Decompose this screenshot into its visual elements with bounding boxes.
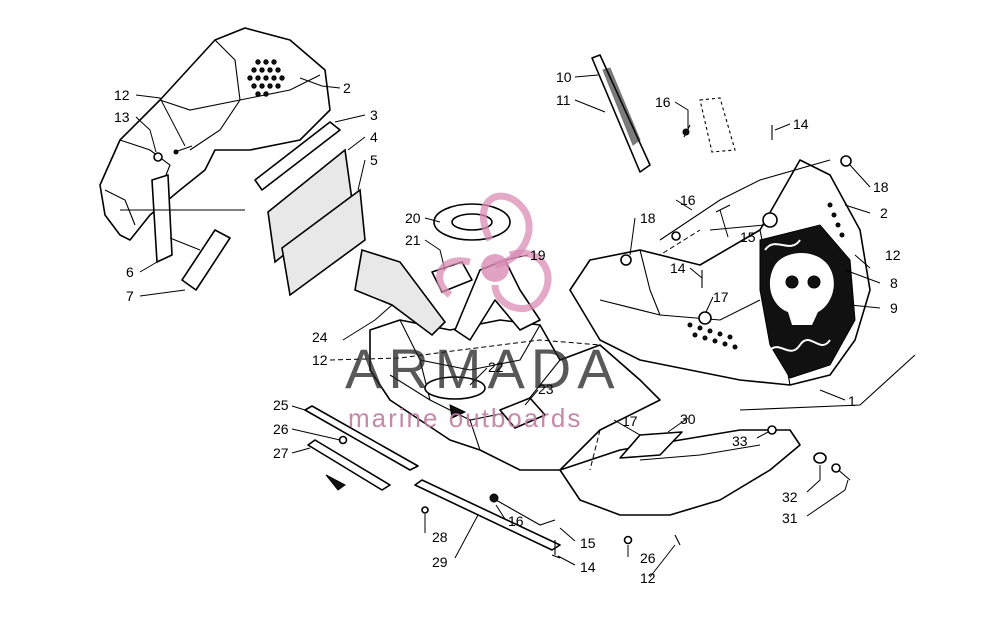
callout: 28	[432, 529, 448, 545]
vent-holes	[247, 59, 285, 97]
callout: 3	[370, 107, 378, 123]
callout: 18	[873, 179, 889, 195]
callout: 33	[732, 433, 748, 449]
callout: 17	[713, 289, 729, 305]
callout: 24	[312, 329, 328, 345]
callout: 32	[782, 489, 798, 505]
callout: 6	[126, 264, 134, 280]
callout: 11	[556, 92, 571, 108]
callout: 12	[114, 87, 130, 103]
callout: 1	[848, 393, 856, 409]
callout: 14	[670, 260, 686, 276]
callout-numbers: 2 3 4 5 12 13 6 7 10 11 16 14 18 2 16 15…	[114, 69, 901, 586]
callout: 26	[273, 421, 289, 437]
callout: 13	[114, 109, 130, 125]
callout: 12	[312, 352, 328, 368]
callout: 12	[640, 570, 656, 586]
callout: 31	[782, 510, 798, 526]
callout: 17	[622, 413, 638, 429]
callout: 12	[885, 247, 901, 263]
bottom-hardware	[489, 493, 681, 578]
watermark-subtitle: marine outboards	[348, 403, 582, 433]
callout: 2	[343, 80, 351, 96]
callout: 16	[680, 192, 696, 208]
callout: 4	[370, 129, 378, 145]
watermark: ARMADA marine outboards	[345, 192, 621, 433]
right-hardware	[756, 425, 851, 517]
callout: 14	[580, 559, 596, 575]
watermark-title: ARMADA	[345, 337, 621, 400]
callout: 8	[890, 275, 898, 291]
callout: 15	[580, 535, 596, 551]
callout: 16	[655, 94, 671, 110]
callout: 20	[405, 210, 421, 226]
callout: 10	[556, 69, 572, 85]
callout: 26	[640, 550, 656, 566]
callout: 30	[680, 411, 696, 427]
callout: 21	[405, 232, 421, 248]
callout: 29	[432, 554, 448, 570]
callout: 15	[740, 229, 756, 245]
callout: 25	[273, 397, 289, 413]
nose-vents	[687, 202, 845, 350]
callout: 23	[538, 381, 554, 397]
callout: 5	[370, 152, 378, 168]
callout: 2	[880, 205, 888, 221]
callout: 7	[126, 288, 134, 304]
skull-graphic	[759, 224, 856, 379]
right-nose-assembly	[569, 54, 916, 411]
left-side-panel	[99, 27, 366, 297]
callout: 27	[273, 445, 289, 461]
callout: 22	[488, 359, 504, 375]
callout: 19	[530, 247, 546, 263]
watermark-logo-icon	[436, 192, 552, 313]
bottom-strips	[291, 405, 561, 559]
callout: 14	[793, 116, 809, 132]
callout: 18	[640, 210, 656, 226]
callout: 16	[508, 513, 524, 529]
callout: 9	[890, 300, 898, 316]
